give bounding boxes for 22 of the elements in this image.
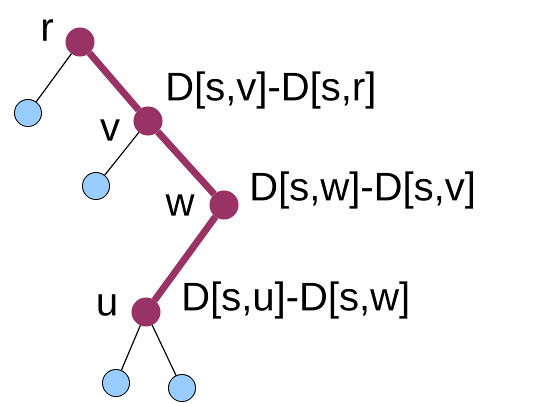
distance-label: D[s,u]-D[s,w] — [184, 281, 408, 319]
distance-label: D[s,v]-D[s,r] — [168, 71, 374, 109]
tree-edge — [152, 324, 177, 376]
highlighted-path — [155, 129, 217, 197]
tree-node — [66, 28, 94, 56]
node-name: u — [98, 294, 116, 316]
tree-edge — [104, 132, 140, 176]
tree-edge — [36, 53, 72, 102]
tree-node — [132, 298, 160, 326]
distance-label: D[s,w]-D[s,v] — [252, 171, 474, 209]
node-name: v — [100, 119, 120, 141]
leaf-node — [82, 172, 110, 200]
node-name: r — [43, 19, 53, 41]
tree-node — [134, 106, 162, 136]
leaf-node — [168, 374, 196, 402]
highlighted-path — [86, 50, 142, 112]
tree-edge — [120, 325, 141, 370]
leaf-node — [14, 99, 42, 127]
tree-node — [210, 190, 238, 220]
highlighted-path — [152, 214, 218, 302]
node-name: w — [166, 194, 195, 216]
leaf-node — [102, 369, 130, 397]
